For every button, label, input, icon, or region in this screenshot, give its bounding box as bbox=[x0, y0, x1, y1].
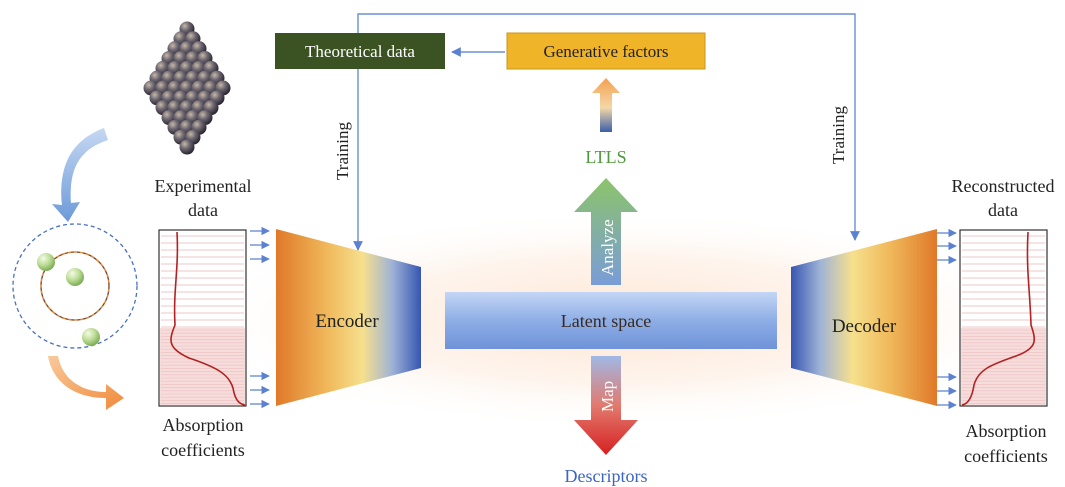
spectrum-fill bbox=[160, 328, 245, 405]
encoder-label: Encoder bbox=[315, 311, 379, 332]
generative-factors-box bbox=[506, 32, 706, 70]
spectrum-curve bbox=[170, 231, 246, 406]
decoder-block bbox=[791, 229, 937, 406]
absorption-right-line2: coefficients bbox=[964, 446, 1048, 466]
training-left-label: Training bbox=[333, 122, 352, 180]
analyze-up-arrow bbox=[574, 178, 638, 285]
encoder-input-arrows bbox=[250, 226, 270, 409]
map-label: Map bbox=[598, 381, 617, 412]
absorption-left-line1: Absorption bbox=[163, 415, 244, 435]
experimental-spectrum-panel bbox=[158, 229, 247, 407]
map-down-arrow bbox=[574, 356, 638, 455]
spectrum-fill bbox=[961, 328, 1046, 405]
experimental-data-label-line1: Experimental bbox=[155, 176, 252, 196]
nanoparticle-sphere bbox=[179, 139, 195, 155]
descriptors-label: Descriptors bbox=[565, 466, 648, 486]
latent-space-label: Latent space bbox=[561, 311, 651, 331]
absorption-right-line1: Absorption bbox=[966, 421, 1047, 441]
encoder-block bbox=[276, 229, 421, 406]
orange-curved-arrow bbox=[48, 356, 124, 410]
spectrum-curve bbox=[961, 231, 1036, 406]
atom-illustration bbox=[12, 223, 138, 349]
ltls-label: LTLS bbox=[585, 147, 626, 167]
generative-factors-label: Generative factors bbox=[543, 42, 668, 61]
reconstructed-data-label-line1: Reconstructed bbox=[952, 176, 1055, 196]
absorption-left-line2: coefficients bbox=[161, 440, 245, 460]
blue-curved-arrow bbox=[52, 128, 108, 222]
analyze-label: Analyze bbox=[598, 219, 617, 276]
experimental-data-label-line2: data bbox=[188, 200, 218, 220]
theoretical-data-box bbox=[275, 33, 445, 69]
generative-up-arrow bbox=[592, 78, 620, 132]
nanoparticle-cluster-image bbox=[143, 21, 231, 155]
decoder-output-arrows bbox=[937, 228, 957, 410]
reconstructed-spectrum-panel bbox=[959, 229, 1048, 407]
theoretical-data-label: Theoretical data bbox=[305, 42, 415, 61]
latent-space-bar bbox=[445, 292, 777, 349]
training-right-label: Training bbox=[829, 106, 848, 164]
reconstructed-data-label-line2: data bbox=[988, 200, 1018, 220]
training-loop-connector bbox=[357, 13, 860, 250]
decoder-label: Decoder bbox=[832, 316, 897, 337]
